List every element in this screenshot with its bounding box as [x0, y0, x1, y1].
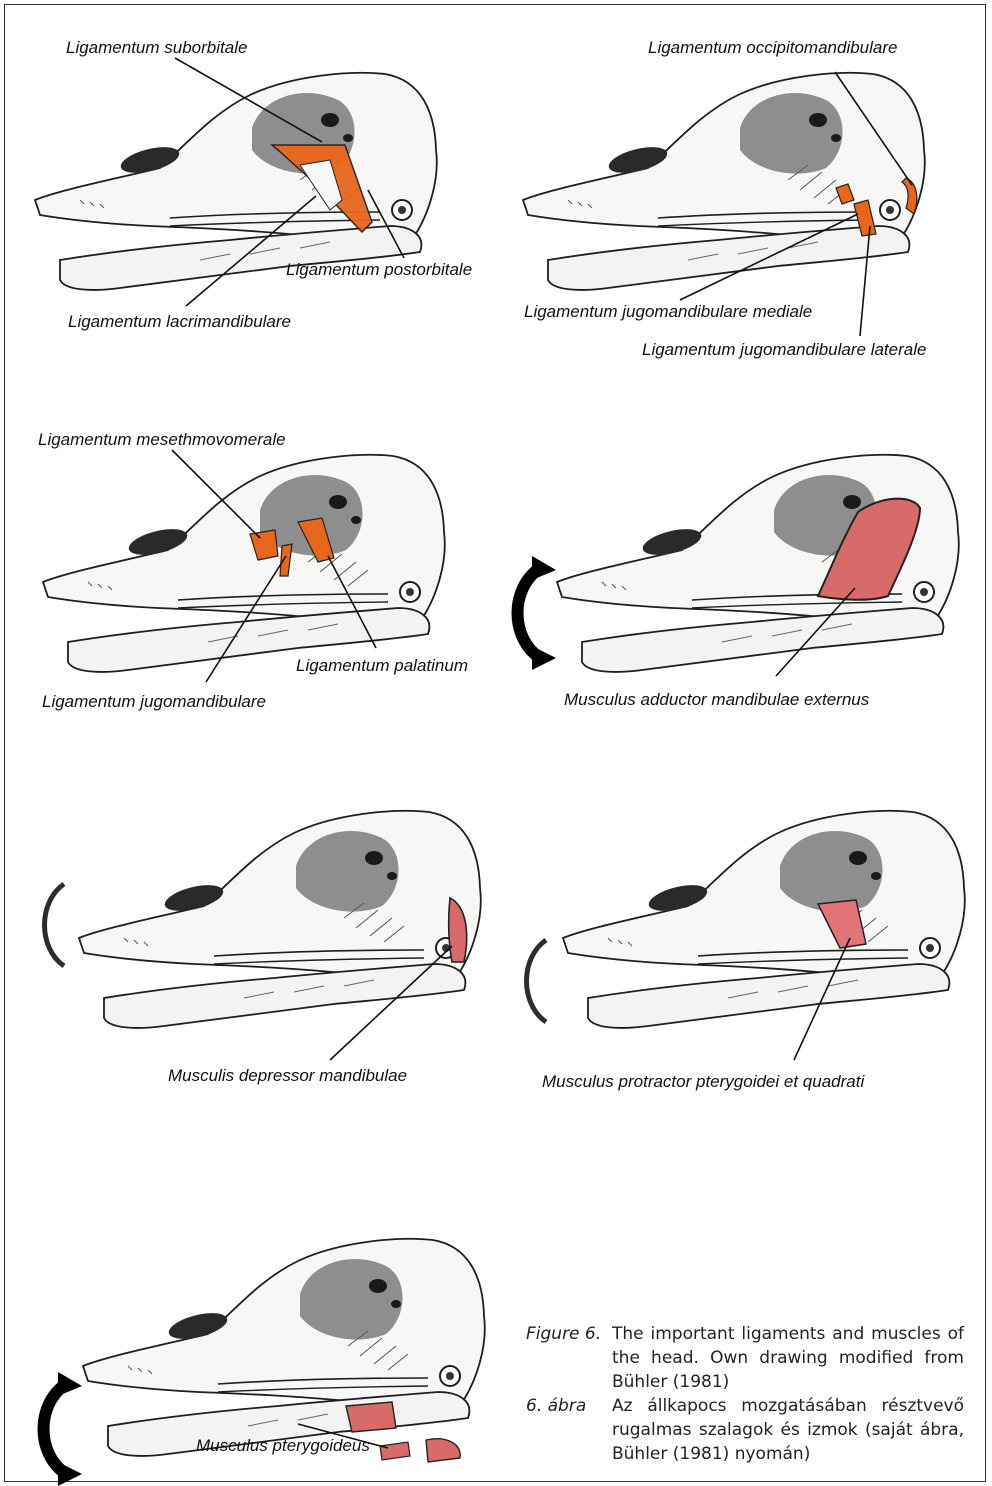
label-palatinum: Ligamentum palatinum [296, 656, 468, 676]
skull-panel-d [557, 455, 959, 672]
label-postorbitale: Ligamentum postorbitale [286, 260, 472, 280]
panel-d-rotation-arrow [518, 556, 557, 670]
skull-panel-g [83, 1239, 485, 1462]
label-pterygoideus: Musculus pterygoideus [196, 1436, 370, 1456]
caption-hungarian-key: 6. ábra [526, 1394, 586, 1418]
label-jugomandibulare-laterale: Ligamentum jugomandibulare laterale [642, 340, 926, 360]
panel-f-rotation-arrow [527, 940, 547, 1022]
label-jugomandibulare: Ligamentum jugomandibulare [42, 692, 266, 712]
label-mesethmovomerale: Ligamentum mesethmovomerale [38, 430, 286, 450]
caption-english-key: Figure 6. [526, 1322, 601, 1346]
label-jugomandibulare-mediale: Ligamentum jugomandibulare mediale [524, 302, 812, 322]
skull-panel-f [563, 811, 965, 1028]
panel-e-rotation-arrow [45, 884, 65, 966]
skull-panel-a [35, 73, 437, 290]
label-occipitomandibulare: Ligamentum occipitomandibulare [648, 38, 897, 58]
label-adductor: Musculus adductor mandibulae externus [564, 690, 869, 710]
caption-hungarian: 6. ábra Az állkapocs mozgatásában résztv… [526, 1394, 970, 1484]
label-protractor: Musculus protractor pterygoidei et quadr… [542, 1072, 864, 1092]
skull-panel-e [79, 811, 481, 1028]
label-suborbitale: Ligamentum suborbitale [66, 38, 247, 58]
caption-english-text: The important ligaments and muscles of t… [612, 1322, 964, 1394]
skull-panel-c [43, 455, 445, 672]
label-lacrimandibulare: Ligamentum lacrimandibulare [68, 312, 291, 332]
caption-hungarian-text: Az állkapocs mozgatásában résztvevő ruga… [612, 1394, 964, 1466]
panel-g-rotation-arrow [44, 1372, 83, 1486]
label-depressor: Musculis depressor mandibulae [168, 1066, 407, 1086]
caption-english: Figure 6. The important ligaments and mu… [526, 1322, 970, 1370]
skull-panel-b [523, 73, 925, 290]
